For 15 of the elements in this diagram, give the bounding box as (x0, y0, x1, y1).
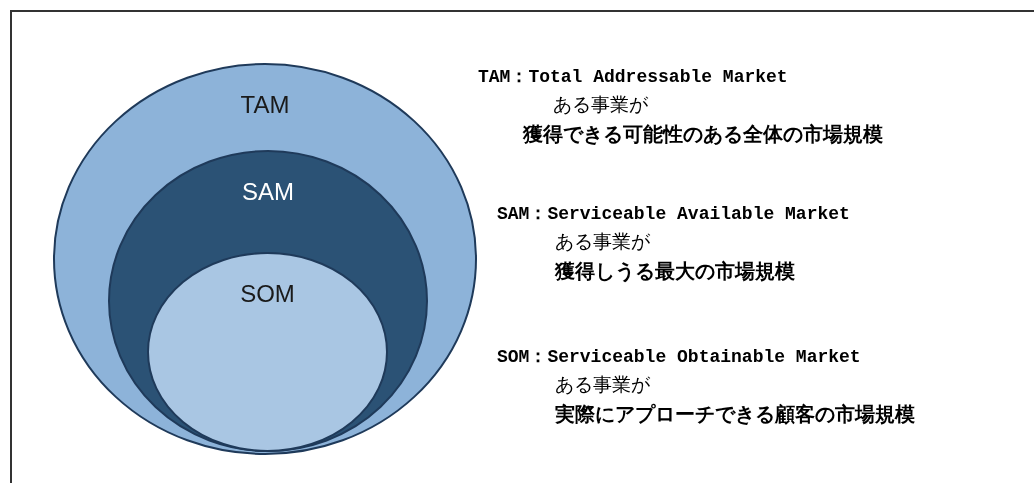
description-text: ある事業が (553, 92, 648, 117)
term-definition-heading: TAM：Total Addressable Market (478, 66, 788, 88)
inner-circle (147, 252, 388, 452)
description-text: 実際にアプローチできる顧客の市場規模 (555, 401, 915, 428)
description-text: 獲得できる可能性のある全体の市場規模 (523, 121, 883, 148)
description-text: ある事業が (555, 229, 650, 254)
circle-label: TAM (240, 91, 290, 119)
description-text: 獲得しうる最大の市場規模 (555, 258, 795, 285)
circle-label: SAM (242, 178, 294, 206)
circle-label: SOM (240, 280, 295, 308)
term-definition-heading: SAM：Serviceable Available Market (497, 203, 850, 225)
outer-circle (53, 63, 477, 455)
term-definition-heading: SOM：Serviceable Obtainable Market (497, 346, 861, 368)
middle-circle (108, 150, 428, 452)
description-text: ある事業が (555, 372, 650, 397)
